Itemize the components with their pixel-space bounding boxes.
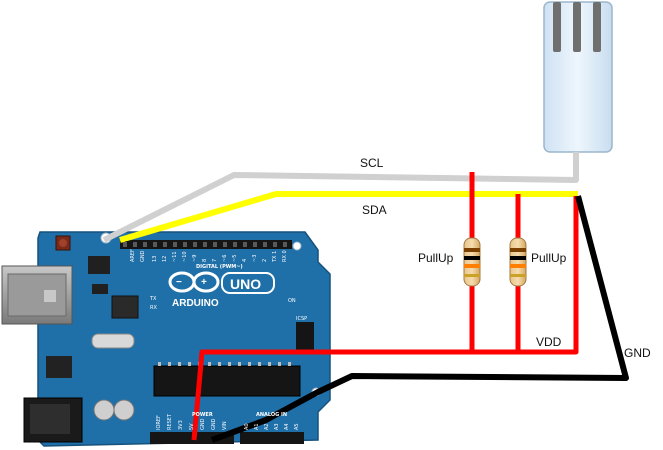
rx-label: RX xyxy=(150,305,157,311)
digital-pin-label-5: 8 xyxy=(202,259,208,262)
power-pin-label-4: GND xyxy=(200,418,206,430)
power-pin-label-2: 3V3 xyxy=(178,420,184,430)
analog-pin-labels: A0 A1 A2 A3 A4 A5 xyxy=(244,423,300,430)
sensor-probe-icon xyxy=(543,1,613,153)
digital-pin-label-7: ~6 xyxy=(222,255,228,262)
resistor-icon xyxy=(463,237,481,287)
atmega-chip xyxy=(153,365,301,397)
digital-pin-label-9: 4 xyxy=(242,259,248,262)
digital-pin-label-8: ~5 xyxy=(232,255,238,262)
analog-pin-label-4: A4 xyxy=(284,423,290,430)
digital-pin-labels: 13 12 ~11 ~10 ~9 8 7 ~6 ~5 4 ~3 2 TX 1 RX 0 xyxy=(152,250,288,263)
digital-pin-label-0: 13 xyxy=(152,256,158,262)
tx-label: TX xyxy=(149,296,157,302)
power-label: POWER xyxy=(192,412,213,418)
power-pin-labels: IOREF RESET 3V3 5V GND GND VIN xyxy=(156,413,228,430)
gnd-label: GND xyxy=(624,346,651,360)
vdd-label: VDD xyxy=(536,335,562,349)
on-label: ON xyxy=(288,298,296,304)
sda-label: SDA xyxy=(362,203,387,217)
power-pin-label-5: GND xyxy=(211,418,217,430)
arduino-uno-icon: − + xyxy=(1,231,331,447)
svg-text:−: − xyxy=(176,277,182,288)
scl-wire xyxy=(102,152,579,243)
digital-pin-label-1: 12 xyxy=(162,256,168,262)
analog-label: ANALOG IN xyxy=(256,412,287,418)
pullup-left-label: PullUp xyxy=(418,251,454,265)
analog-pin-label-1: A1 xyxy=(254,423,260,430)
power-pin-label-1: RESET xyxy=(167,413,173,430)
pullup-right-label: PullUp xyxy=(531,251,567,265)
analog-pin-label-3: A3 xyxy=(274,423,280,430)
analog-header xyxy=(240,432,304,444)
digital-pin-label-2: ~11 xyxy=(172,251,178,262)
analog-pin-label-0: A0 xyxy=(244,423,250,430)
gnd-wire xyxy=(210,195,629,443)
power-pin-label-3: 5V xyxy=(189,423,195,430)
analog-pin-label-5: A5 xyxy=(294,423,300,430)
power-pin-label-6: VIN xyxy=(222,421,228,430)
gnd-pin-label: GND xyxy=(140,250,146,262)
arduino-logo xyxy=(168,271,220,293)
digital-label: DIGITAL (PWM~) xyxy=(196,264,243,270)
digital-pin-label-11: 2 xyxy=(262,259,268,262)
digital-pin-label-12: TX 1 xyxy=(272,251,278,263)
digital-pin-label-6: 7 xyxy=(212,259,218,262)
resistor-icon xyxy=(509,237,527,287)
vdd-wire xyxy=(191,196,579,441)
digital-pin-label-3: ~10 xyxy=(182,251,188,262)
analog-pin-label-2: A2 xyxy=(264,423,270,430)
digital-pin-label-10: ~3 xyxy=(252,255,258,262)
board-model-text: UNO xyxy=(230,276,261,292)
sda-wire xyxy=(119,191,578,243)
digital-pin-label-4: ~9 xyxy=(192,255,198,262)
icsp-label: ICSP xyxy=(296,316,307,322)
board-logo-text: ARDUINO xyxy=(172,298,219,309)
svg-text:+: + xyxy=(201,277,207,288)
aref-label: AREF xyxy=(130,249,136,262)
power-pin-label-0: IOREF xyxy=(156,415,162,430)
digital-pin-label-13: RX 0 xyxy=(282,250,288,262)
scl-label: SCL xyxy=(360,156,384,170)
